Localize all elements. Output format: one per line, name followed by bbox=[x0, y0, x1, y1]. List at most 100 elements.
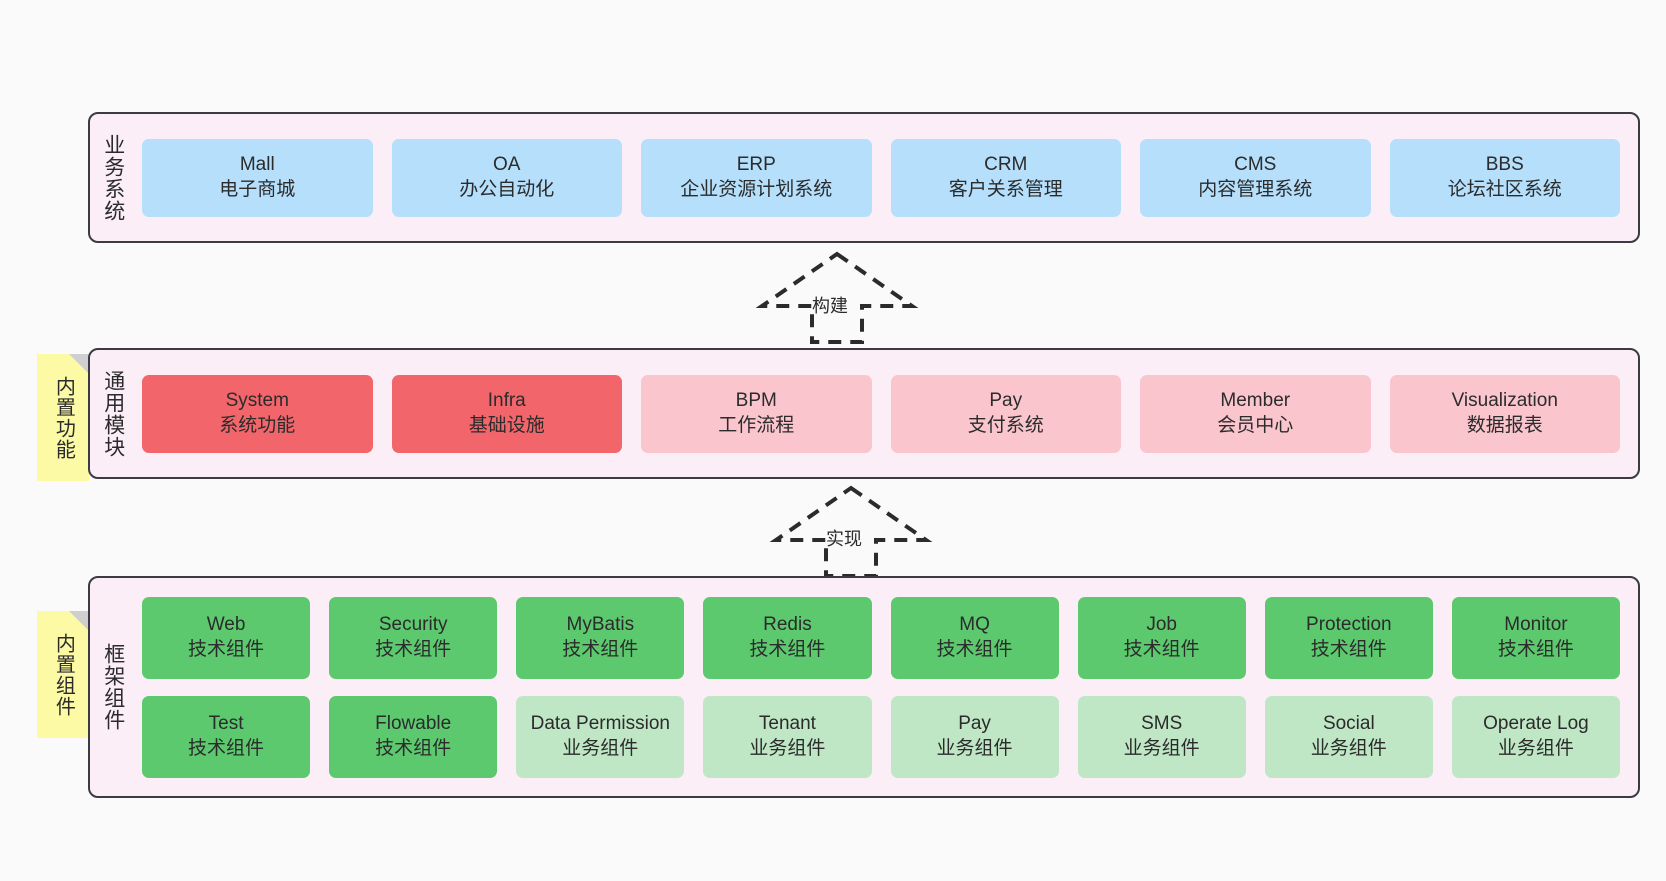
card-tenant-en: Tenant bbox=[758, 713, 816, 735]
card-mall-cn: 电子商城 bbox=[219, 178, 296, 200]
card-infra[interactable]: Infra 基础设施 bbox=[391, 374, 622, 453]
card-cms-en: CMS bbox=[1234, 154, 1277, 176]
card-crm-cn: 客户关系管理 bbox=[948, 178, 1063, 200]
card-bpm[interactable]: BPM 工作流程 bbox=[641, 374, 872, 453]
card-erp[interactable]: ERP 企业资源计划系统 bbox=[641, 138, 872, 217]
card-visualization-cn: 数据报表 bbox=[1466, 414, 1543, 436]
card-member-cn: 会员中心 bbox=[1217, 414, 1294, 436]
card-test-en: Test bbox=[208, 713, 244, 735]
layer-framework-title: 框架组件 bbox=[101, 643, 125, 731]
card-web-en: Web bbox=[206, 614, 246, 636]
card-web-cn: 技术组件 bbox=[188, 638, 265, 660]
card-security[interactable]: Security 技术组件 bbox=[329, 596, 498, 679]
card-job-en: Job bbox=[1146, 614, 1177, 636]
card-bbs-en: BBS bbox=[1485, 154, 1524, 176]
arrow-implement-icon bbox=[769, 485, 933, 578]
card-redis[interactable]: Redis 技术组件 bbox=[703, 596, 872, 679]
card-mq-cn: 技术组件 bbox=[936, 638, 1013, 660]
card-oa-cn: 办公自动化 bbox=[459, 178, 555, 200]
layer-framework-body: Web 技术组件 Security 技术组件 MyBatis 技术组件 Redi… bbox=[136, 578, 1638, 796]
card-data-permission[interactable]: Data Permission 业务组件 bbox=[516, 695, 685, 778]
card-mq-en: MQ bbox=[959, 614, 990, 636]
note-builtin-component: 内置组件 bbox=[37, 611, 89, 738]
layer-common-module: 通用模块 System 系统功能 Infra 基础设施 BPM 工作流程 Pay… bbox=[88, 348, 1640, 479]
card-data-permission-en: Data Permission bbox=[530, 713, 670, 735]
arrow-build-label: 构建 bbox=[812, 296, 848, 316]
arrow-build-icon bbox=[755, 251, 919, 344]
layer-framework-component: 框架组件 Web 技术组件 Security 技术组件 MyBatis 技术组件… bbox=[88, 576, 1640, 798]
card-erp-cn: 企业资源计划系统 bbox=[680, 178, 833, 200]
card-sms-cn: 业务组件 bbox=[1123, 737, 1200, 759]
card-crm-en: CRM bbox=[984, 154, 1028, 176]
card-web[interactable]: Web 技术组件 bbox=[142, 596, 311, 679]
card-protection-en: Protection bbox=[1306, 614, 1392, 636]
card-bbs-cn: 论坛社区系统 bbox=[1447, 178, 1562, 200]
card-bpm-cn: 工作流程 bbox=[718, 414, 795, 436]
card-infra-en: Infra bbox=[487, 390, 526, 412]
card-protection[interactable]: Protection 技术组件 bbox=[1264, 596, 1433, 679]
card-social-cn: 业务组件 bbox=[1310, 737, 1387, 759]
card-redis-en: Redis bbox=[763, 614, 812, 636]
card-infra-cn: 基础设施 bbox=[468, 414, 545, 436]
card-pay-component[interactable]: Pay 业务组件 bbox=[890, 695, 1059, 778]
card-operate-log[interactable]: Operate Log 业务组件 bbox=[1451, 695, 1620, 778]
card-flowable-cn: 技术组件 bbox=[375, 737, 452, 759]
card-mybatis[interactable]: MyBatis 技术组件 bbox=[516, 596, 685, 679]
card-crm[interactable]: CRM 客户关系管理 bbox=[890, 138, 1121, 217]
note-builtin-function: 内置功能 bbox=[37, 354, 89, 481]
card-monitor-en: Monitor bbox=[1504, 614, 1568, 636]
common-row: System 系统功能 Infra 基础设施 BPM 工作流程 Pay 支付系统… bbox=[142, 374, 1620, 453]
business-row: Mall 电子商城 OA 办公自动化 ERP 企业资源计划系统 CRM 客户关系… bbox=[142, 138, 1620, 217]
card-flowable-en: Flowable bbox=[375, 713, 452, 735]
card-flowable[interactable]: Flowable 技术组件 bbox=[329, 695, 498, 778]
card-bbs[interactable]: BBS 论坛社区系统 bbox=[1389, 138, 1620, 217]
card-bpm-en: BPM bbox=[735, 390, 777, 412]
card-member[interactable]: Member 会员中心 bbox=[1140, 374, 1371, 453]
layer-common-body: System 系统功能 Infra 基础设施 BPM 工作流程 Pay 支付系统… bbox=[136, 350, 1638, 477]
card-oa-en: OA bbox=[493, 154, 521, 176]
arrow-implement-label: 实现 bbox=[826, 529, 862, 549]
card-tenant-cn: 业务组件 bbox=[749, 737, 826, 759]
card-mall-en: Mall bbox=[239, 154, 275, 176]
card-sms-en: SMS bbox=[1141, 713, 1183, 735]
card-mq[interactable]: MQ 技术组件 bbox=[890, 596, 1059, 679]
card-pay-component-cn: 业务组件 bbox=[936, 737, 1013, 759]
card-job-cn: 技术组件 bbox=[1123, 638, 1200, 660]
card-sms[interactable]: SMS 业务组件 bbox=[1077, 695, 1246, 778]
card-pay-module-en: Pay bbox=[989, 390, 1023, 412]
card-monitor-cn: 技术组件 bbox=[1497, 638, 1574, 660]
layer-business-body: Mall 电子商城 OA 办公自动化 ERP 企业资源计划系统 CRM 客户关系… bbox=[136, 114, 1638, 241]
card-mybatis-en: MyBatis bbox=[566, 614, 635, 636]
card-visualization-en: Visualization bbox=[1451, 390, 1558, 412]
card-social[interactable]: Social 业务组件 bbox=[1264, 695, 1433, 778]
card-oa[interactable]: OA 办公自动化 bbox=[391, 138, 622, 217]
layer-business-system: 业务系统 Mall 电子商城 OA 办公自动化 ERP 企业资源计划系统 CRM… bbox=[88, 112, 1640, 243]
card-test[interactable]: Test 技术组件 bbox=[142, 695, 311, 778]
card-member-en: Member bbox=[1220, 390, 1291, 412]
card-cms-cn: 内容管理系统 bbox=[1198, 178, 1313, 200]
note-builtin-function-label: 内置功能 bbox=[52, 375, 75, 460]
card-job[interactable]: Job 技术组件 bbox=[1077, 596, 1246, 679]
card-pay-component-en: Pay bbox=[958, 713, 991, 735]
framework-row-business: Test 技术组件 Flowable 技术组件 Data Permission … bbox=[142, 695, 1620, 778]
card-protection-cn: 技术组件 bbox=[1310, 638, 1387, 660]
card-test-cn: 技术组件 bbox=[188, 737, 265, 759]
card-social-en: Social bbox=[1322, 713, 1375, 735]
card-cms[interactable]: CMS 内容管理系统 bbox=[1140, 138, 1371, 217]
card-visualization[interactable]: Visualization 数据报表 bbox=[1389, 374, 1620, 453]
card-pay-module[interactable]: Pay 支付系统 bbox=[890, 374, 1121, 453]
card-system-en: System bbox=[225, 390, 289, 412]
card-tenant[interactable]: Tenant 业务组件 bbox=[703, 695, 872, 778]
layer-business-title: 业务系统 bbox=[101, 133, 125, 222]
card-system-cn: 系统功能 bbox=[219, 414, 296, 436]
card-system[interactable]: System 系统功能 bbox=[142, 374, 373, 453]
layer-common-title: 通用模块 bbox=[101, 369, 125, 458]
note-builtin-component-label: 内置组件 bbox=[52, 632, 75, 717]
card-monitor[interactable]: Monitor 技术组件 bbox=[1451, 596, 1620, 679]
card-pay-module-cn: 支付系统 bbox=[967, 414, 1044, 436]
card-security-cn: 技术组件 bbox=[375, 638, 452, 660]
card-redis-cn: 技术组件 bbox=[749, 638, 826, 660]
framework-row-tech: Web 技术组件 Security 技术组件 MyBatis 技术组件 Redi… bbox=[142, 596, 1620, 679]
card-mall[interactable]: Mall 电子商城 bbox=[142, 138, 373, 217]
